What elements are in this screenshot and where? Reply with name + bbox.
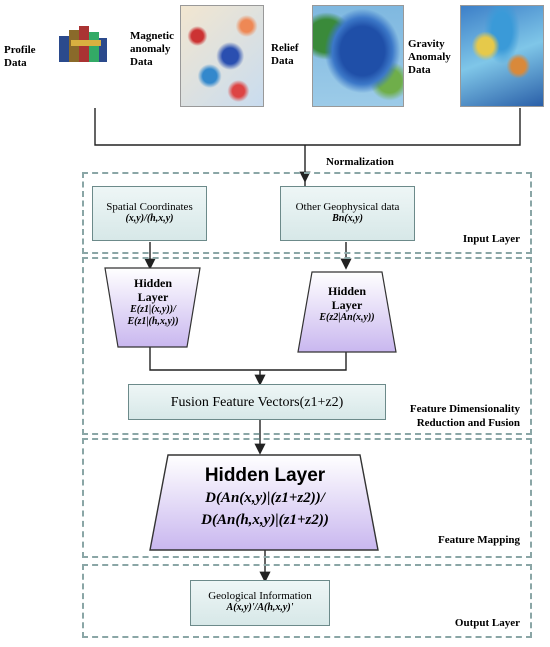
profile-data-label: Profile Data (4, 44, 36, 69)
input-layer-label: Input Layer (462, 233, 520, 245)
hidden-big-formula2: D(An(h,x,y)|(z1+z2)) (201, 512, 329, 528)
hidden-layer-left-shape (104, 267, 201, 348)
input-layer-region (82, 172, 532, 254)
hidden-left-formula1: E(z1|(x,y))/ (130, 304, 176, 315)
feature-dim-region (82, 257, 532, 435)
spatial-coordinates-title: Spatial Coordinates (106, 201, 193, 213)
normalization-label: Normalization (326, 156, 394, 168)
hidden-layer-big: Hidden Layer D(An(x,y)|(z1+z2))/ D(An(h,… (160, 465, 370, 531)
spatial-coordinates-box: Spatial Coordinates (x,y)/(h,x,y) (92, 186, 207, 241)
feature-dim-label: Feature Dimensionality Reduction and Fus… (409, 403, 520, 429)
hidden-left-formula2: E(z1|(h,x,y)) (127, 316, 179, 327)
hidden-left-title1: Hidden (133, 276, 172, 290)
gravity-data-image (460, 5, 544, 107)
other-geophysical-title: Other Geophysical data (295, 201, 400, 213)
geological-info-title: Geological Information (208, 590, 312, 602)
hidden-layer-right: Hidden Layer E(z2|An(x,y)) (303, 284, 391, 324)
feature-mapping-label: Feature Mapping (438, 534, 520, 546)
output-layer-label: Output Layer (454, 617, 520, 629)
hidden-right-title1: Hidden (327, 284, 366, 298)
fusion-feature-text: Fusion Feature Vectors(z1+z2) (170, 395, 344, 410)
magnetic-data-image (180, 5, 264, 107)
geological-info-formula: A(x,y)'/A(h,x,y)' (226, 602, 294, 613)
geological-info-box: Geological Information A(x,y)'/A(h,x,y)' (190, 580, 330, 626)
hidden-layer-left: Hidden Layer E(z1|(x,y))/ E(z1|(h,x,y)) (110, 276, 196, 328)
output-layer-region (82, 564, 532, 638)
profile-data-image (55, 18, 110, 70)
hidden-left-title2: Layer (137, 290, 169, 304)
magnetic-data-label: Magnetic anomaly Data (130, 30, 174, 68)
feature-mapping-region (82, 438, 532, 558)
hidden-big-formula1: D(An(x,y)|(z1+z2))/ (205, 490, 325, 506)
hidden-right-formula1: E(z2|An(x,y)) (319, 312, 375, 323)
hidden-layer-big-shape (149, 454, 379, 551)
other-geophysical-box: Other Geophysical data Bn(x,y) (280, 186, 415, 241)
gravity-data-label: Gravity Anomaly Data (408, 38, 451, 76)
hidden-big-title: Hidden Layer (204, 465, 326, 486)
relief-data-image (312, 5, 404, 107)
relief-data-label: Relief Data (271, 42, 299, 67)
hidden-layer-right-shape (297, 271, 397, 353)
fusion-feature-box: Fusion Feature Vectors(z1+z2) (128, 384, 386, 420)
hidden-right-title2: Layer (331, 298, 363, 312)
spatial-coordinates-formula: (x,y)/(h,x,y) (125, 213, 174, 224)
other-geophysical-formula: Bn(x,y) (332, 213, 363, 224)
